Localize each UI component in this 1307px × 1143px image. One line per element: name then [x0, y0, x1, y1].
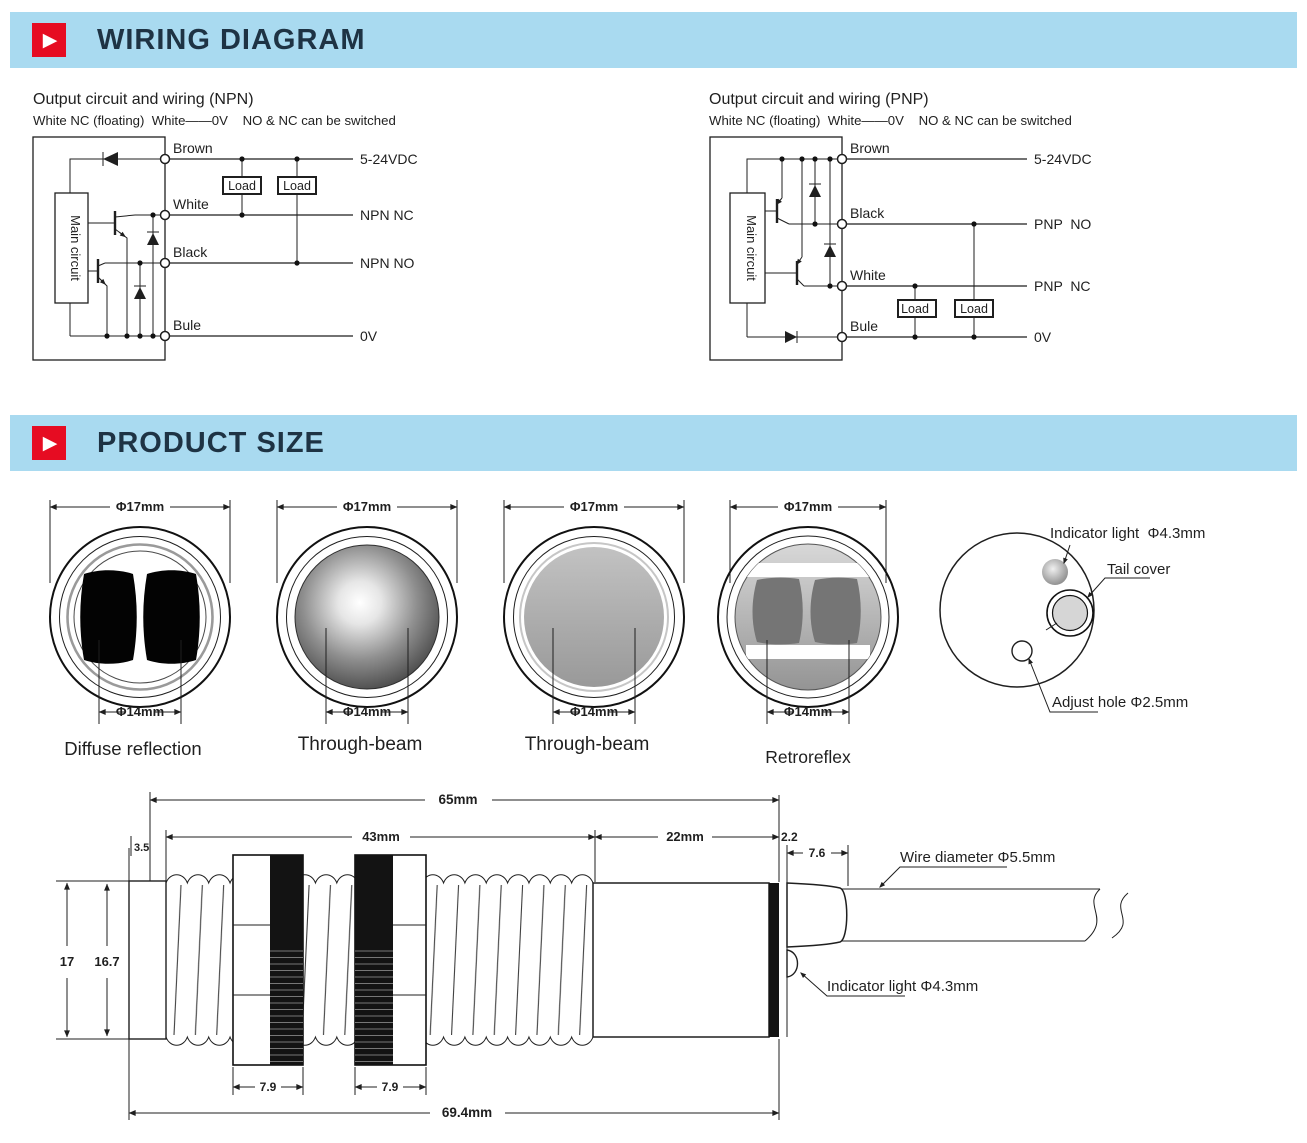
dim-phi14: Φ14mm — [343, 704, 391, 719]
pnp-wire-blue: Bule — [850, 318, 878, 334]
pnp-internal-wiring — [746, 156, 842, 343]
npn-wire-blue: Bule — [173, 317, 201, 333]
play-icon: ▶ — [32, 426, 66, 460]
face-label-retroreflex: Retroreflex — [765, 747, 851, 767]
pnp-main-circuit-label: Main circuit — [744, 215, 759, 281]
back-tail-cover-label: Tail cover — [1107, 561, 1170, 578]
dim-7-9-nut2: 7.9 — [382, 1080, 399, 1094]
dim-69-4mm: 69.4mm — [442, 1105, 492, 1120]
npn-term-no: NPN NO — [360, 255, 415, 271]
side-callouts: Wire diameter Φ5.5mm Indicator light Φ4.… — [800, 849, 1055, 997]
top-dimensions: 65mm 43mm 22mm 2.2 3.5 7.6 — [130, 792, 849, 1039]
back-indicator-label: Indicator light Φ4.3mm — [1050, 525, 1205, 542]
product-size-banner: ▶ PRODUCT SIZE — [10, 415, 1297, 471]
wiring-banner-title: WIRING DIAGRAM — [97, 23, 366, 56]
diffuse-lens-windows — [80, 570, 200, 664]
dim-phi17: Φ17mm — [116, 499, 164, 514]
pnp-heading: Output circuit and wiring (PNP) — [709, 91, 929, 108]
npn-term-vdc: 5-24VDC — [360, 151, 418, 167]
pnp-terminals: Brown Black White Bule 5-24VDC PNP NO PN… — [836, 140, 1092, 345]
cable — [842, 888, 1100, 942]
npn-terminals: Brown White Black Bule 5-24VDC NPN NC NP… — [159, 140, 418, 344]
face-diffuse-reflection: Φ17mm Φ14mm Diffuse reflection — [49, 499, 231, 759]
sensor-faces-row: Φ17mm Φ14mm Diffuse reflection Φ17mm Φ14… — [49, 499, 1205, 767]
npn-subheading: White NC (floating) White——0V NO & NC ca… — [33, 113, 396, 128]
dim-phi14: Φ14mm — [116, 704, 164, 719]
product-dimension-drawing: 65mm 43mm 22mm 2.2 3.5 7.6 — [56, 792, 1129, 1120]
back-view: Indicator light Φ4.3mm Tail cover Adjust… — [939, 525, 1205, 713]
pnp-wire-black: Black — [850, 205, 885, 221]
pnp-sensor-box: Main circuit — [709, 136, 843, 361]
dim-65mm: 65mm — [438, 792, 477, 807]
npn-heading: Output circuit and wiring (NPN) — [33, 91, 254, 108]
pnp-load1-label: Load — [901, 302, 929, 316]
npn-main-circuit-label: Main circuit — [68, 215, 83, 281]
face-through-beam-emitter: Φ17mm Φ14mm Through-beam — [276, 499, 458, 755]
tail-cover-side — [786, 882, 848, 948]
sensor-body-drawing — [128, 848, 1129, 1120]
indicator-light-label: Indicator light Φ4.3mm — [827, 978, 978, 995]
play-icon: ▶ — [32, 23, 66, 57]
pnp-load2-label: Load — [960, 302, 988, 316]
pnp-term-0v: 0V — [1034, 329, 1052, 345]
dim-43mm: 43mm — [362, 829, 400, 844]
npn-loads: Load Load — [222, 156, 317, 266]
npn-term-0v: 0V — [360, 328, 378, 344]
hex-nut-1 — [232, 854, 304, 1066]
face-label-through-beam-1: Through-beam — [298, 734, 423, 755]
npn-load2-label: Load — [283, 179, 311, 193]
retroreflex-pattern — [746, 563, 870, 659]
dim-phi17: Φ17mm — [784, 499, 832, 514]
face-label-diffuse: Diffuse reflection — [64, 738, 201, 759]
npn-wiring-diagram: Output circuit and wiring (NPN) White NC… — [32, 91, 418, 361]
pnp-wire-brown: Brown — [850, 140, 890, 156]
pnp-subheading: White NC (floating) White——0V NO & NC ca… — [709, 113, 1072, 128]
product-size-banner-title: PRODUCT SIZE — [97, 426, 325, 459]
pnp-wire-white: White — [850, 267, 886, 283]
dim-22mm: 22mm — [666, 829, 704, 844]
rear-band — [769, 883, 779, 1037]
npn-term-nc: NPN NC — [360, 207, 414, 223]
dim-2-2: 2.2 — [781, 830, 798, 844]
dim-phi14: Φ14mm — [570, 704, 618, 719]
npn-wire-white: White — [173, 196, 209, 212]
hex-nut-2 — [354, 854, 427, 1066]
face-retroreflex: Φ17mm Φ14mm Retroreflex — [717, 499, 899, 767]
pnp-term-vdc: 5-24VDC — [1034, 151, 1092, 167]
dim-17: 17 — [60, 954, 74, 969]
dim-16-7: 16.7 — [94, 954, 119, 969]
dim-7-9-nut1: 7.9 — [260, 1080, 277, 1094]
adjust-hole — [1011, 640, 1033, 662]
front-cap — [128, 880, 167, 1040]
dim-phi17: Φ17mm — [343, 499, 391, 514]
wiring-diagram-banner: ▶ WIRING DIAGRAM — [10, 12, 1297, 68]
dim-7-6: 7.6 — [809, 846, 826, 860]
face-label-through-beam-2: Through-beam — [525, 734, 650, 755]
npn-wire-black: Black — [173, 244, 208, 260]
wire-diameter-label: Wire diameter Φ5.5mm — [900, 849, 1055, 866]
pnp-wiring-diagram: Output circuit and wiring (PNP) White NC… — [709, 91, 1092, 361]
pnp-loads: Load Load — [897, 221, 994, 340]
bottom-dimensions: 7.9 7.9 69.4mm — [128, 1039, 780, 1120]
indicator-light — [1042, 559, 1068, 585]
indicator-bump — [786, 949, 799, 978]
tail-cover-rings — [1045, 589, 1094, 637]
dim-phi17: Φ17mm — [570, 499, 618, 514]
npn-wire-brown: Brown — [173, 140, 213, 156]
back-adjust-hole-label: Adjust hole Φ2.5mm — [1052, 694, 1188, 711]
dim-3-5: 3.5 — [134, 842, 149, 854]
npn-sensor-box: Main circuit — [32, 136, 166, 361]
smooth-body — [592, 882, 770, 1038]
left-dimensions: 17 16.7 — [56, 880, 152, 1040]
pnp-term-nc: PNP NC — [1034, 278, 1091, 294]
dim-phi14: Φ14mm — [784, 704, 832, 719]
face-through-beam-receiver: Φ17mm Φ14mm Through-beam — [503, 499, 685, 755]
npn-internal-wiring — [69, 152, 165, 339]
npn-load1-label: Load — [228, 179, 256, 193]
pnp-term-no: PNP NO — [1034, 216, 1091, 232]
